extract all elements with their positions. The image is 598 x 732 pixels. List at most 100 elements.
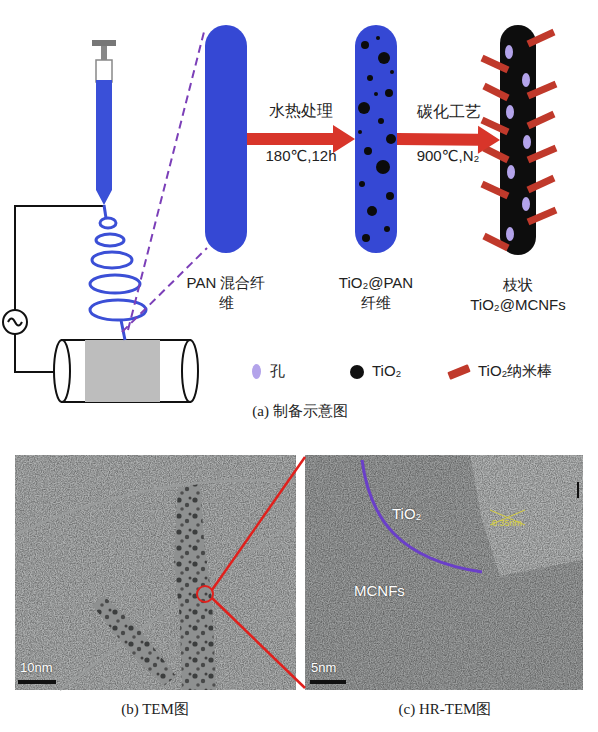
legend-text: TiO₂: [372, 362, 401, 380]
nanorod: [528, 84, 556, 96]
hrtem-background: [305, 455, 583, 690]
pore: [505, 45, 513, 59]
figure-caption: (c) HR-TEM图: [399, 700, 492, 718]
interface-line: [362, 460, 482, 572]
nanorod: [528, 210, 556, 222]
particle: [359, 181, 365, 187]
nanorod: [482, 58, 508, 70]
particle: [385, 89, 393, 97]
jet-loop: [100, 218, 116, 228]
jet: [104, 205, 106, 218]
particle: [361, 41, 369, 49]
particle: [376, 36, 380, 40]
particle: [378, 52, 390, 64]
wire: [15, 206, 104, 310]
particle: [378, 118, 384, 124]
jet-loop: [92, 252, 132, 268]
nanorod: [484, 86, 508, 98]
tem-noise: [15, 455, 296, 690]
figure-caption: (a) 制备示意图: [252, 402, 347, 420]
scale-bar: [310, 680, 346, 684]
legend-swatch: [350, 365, 364, 379]
syringe: [92, 40, 116, 205]
scale-label: 5nm: [311, 660, 336, 676]
nanorod: [528, 148, 556, 160]
jet-spiral: [90, 205, 146, 340]
scale-label: 10nm: [20, 660, 53, 676]
particle: [386, 134, 396, 144]
tem-background: [15, 455, 296, 690]
pore: [522, 197, 530, 211]
particle: [367, 206, 377, 216]
nanorod: [528, 178, 554, 190]
needle-tip: [96, 190, 112, 205]
particle: [376, 160, 390, 174]
pore: [506, 227, 514, 241]
scale-bar: [18, 680, 56, 684]
pore: [523, 135, 531, 149]
jet-loop: [96, 234, 124, 246]
nanorod: [482, 120, 508, 132]
particle: [358, 102, 370, 114]
solution: [96, 80, 112, 190]
particle: [384, 226, 390, 232]
figure-caption: (b) TEM图: [121, 700, 189, 718]
particle: [390, 70, 394, 74]
drum-end: [54, 340, 70, 402]
hrtem-noise: [305, 455, 583, 690]
hrtem-image: [305, 455, 583, 690]
fiber-label: TiO₂@PAN 纤维: [330, 273, 422, 313]
legend-text: 孔: [270, 362, 285, 380]
nanorod: [528, 32, 554, 44]
fiber-node: PAN 混合纤维: [205, 25, 247, 253]
phase-label: MCNFs: [354, 582, 405, 600]
lattice-spacing: 0.35nm: [492, 518, 522, 529]
drum-band: [85, 340, 160, 402]
zoom-circle: [197, 586, 213, 602]
barrel: [96, 60, 112, 82]
pore: [522, 73, 530, 87]
fiber-image: [92, 596, 176, 686]
legend-swatch: [252, 364, 261, 379]
collector-drum: [54, 340, 198, 402]
fiber-image: [174, 484, 216, 690]
particles: [174, 484, 216, 690]
legend-swatch: [447, 364, 470, 380]
fiber-label: PAN 混合纤维: [186, 273, 266, 313]
drum-end: [182, 340, 198, 402]
zoom-lines: [212, 457, 305, 688]
nanorod: [482, 184, 508, 196]
voltage-symbol: [8, 319, 22, 326]
particle: [374, 92, 378, 96]
particle: [362, 234, 370, 242]
condition-label: 900℃,N₂: [417, 147, 480, 165]
jet-loop: [90, 300, 146, 320]
particle: [367, 75, 373, 81]
plunger-head: [92, 40, 116, 46]
pore: [507, 165, 515, 179]
drum-body: [62, 340, 190, 402]
pore: [506, 105, 514, 119]
particle: [386, 192, 394, 200]
fiber-label: 枝状 TiO₂@MCNFs: [462, 275, 574, 315]
particles: [92, 596, 176, 686]
legend-text: TiO₂纳米棒: [478, 362, 552, 380]
jet-loop: [90, 275, 140, 293]
particle: [358, 130, 362, 134]
tick-mark: [577, 482, 579, 498]
pores: [505, 45, 531, 241]
nanorod: [528, 114, 554, 126]
phase-label: TiO₂: [392, 505, 421, 523]
condition-label: 180℃,12h: [265, 147, 336, 165]
tem-image: [15, 455, 296, 690]
particle: [364, 147, 372, 155]
nanorod: [484, 236, 508, 248]
tio2-particles: [358, 36, 396, 242]
voltage-source: [3, 310, 27, 334]
carbon-film-edge: [15, 480, 296, 535]
arrow-label: 水热处理: [269, 101, 333, 120]
zoom-line: [212, 457, 305, 590]
arrow-label: 碳化工艺: [417, 102, 481, 121]
nanorod: [484, 148, 508, 160]
zoom-line: [212, 598, 305, 688]
